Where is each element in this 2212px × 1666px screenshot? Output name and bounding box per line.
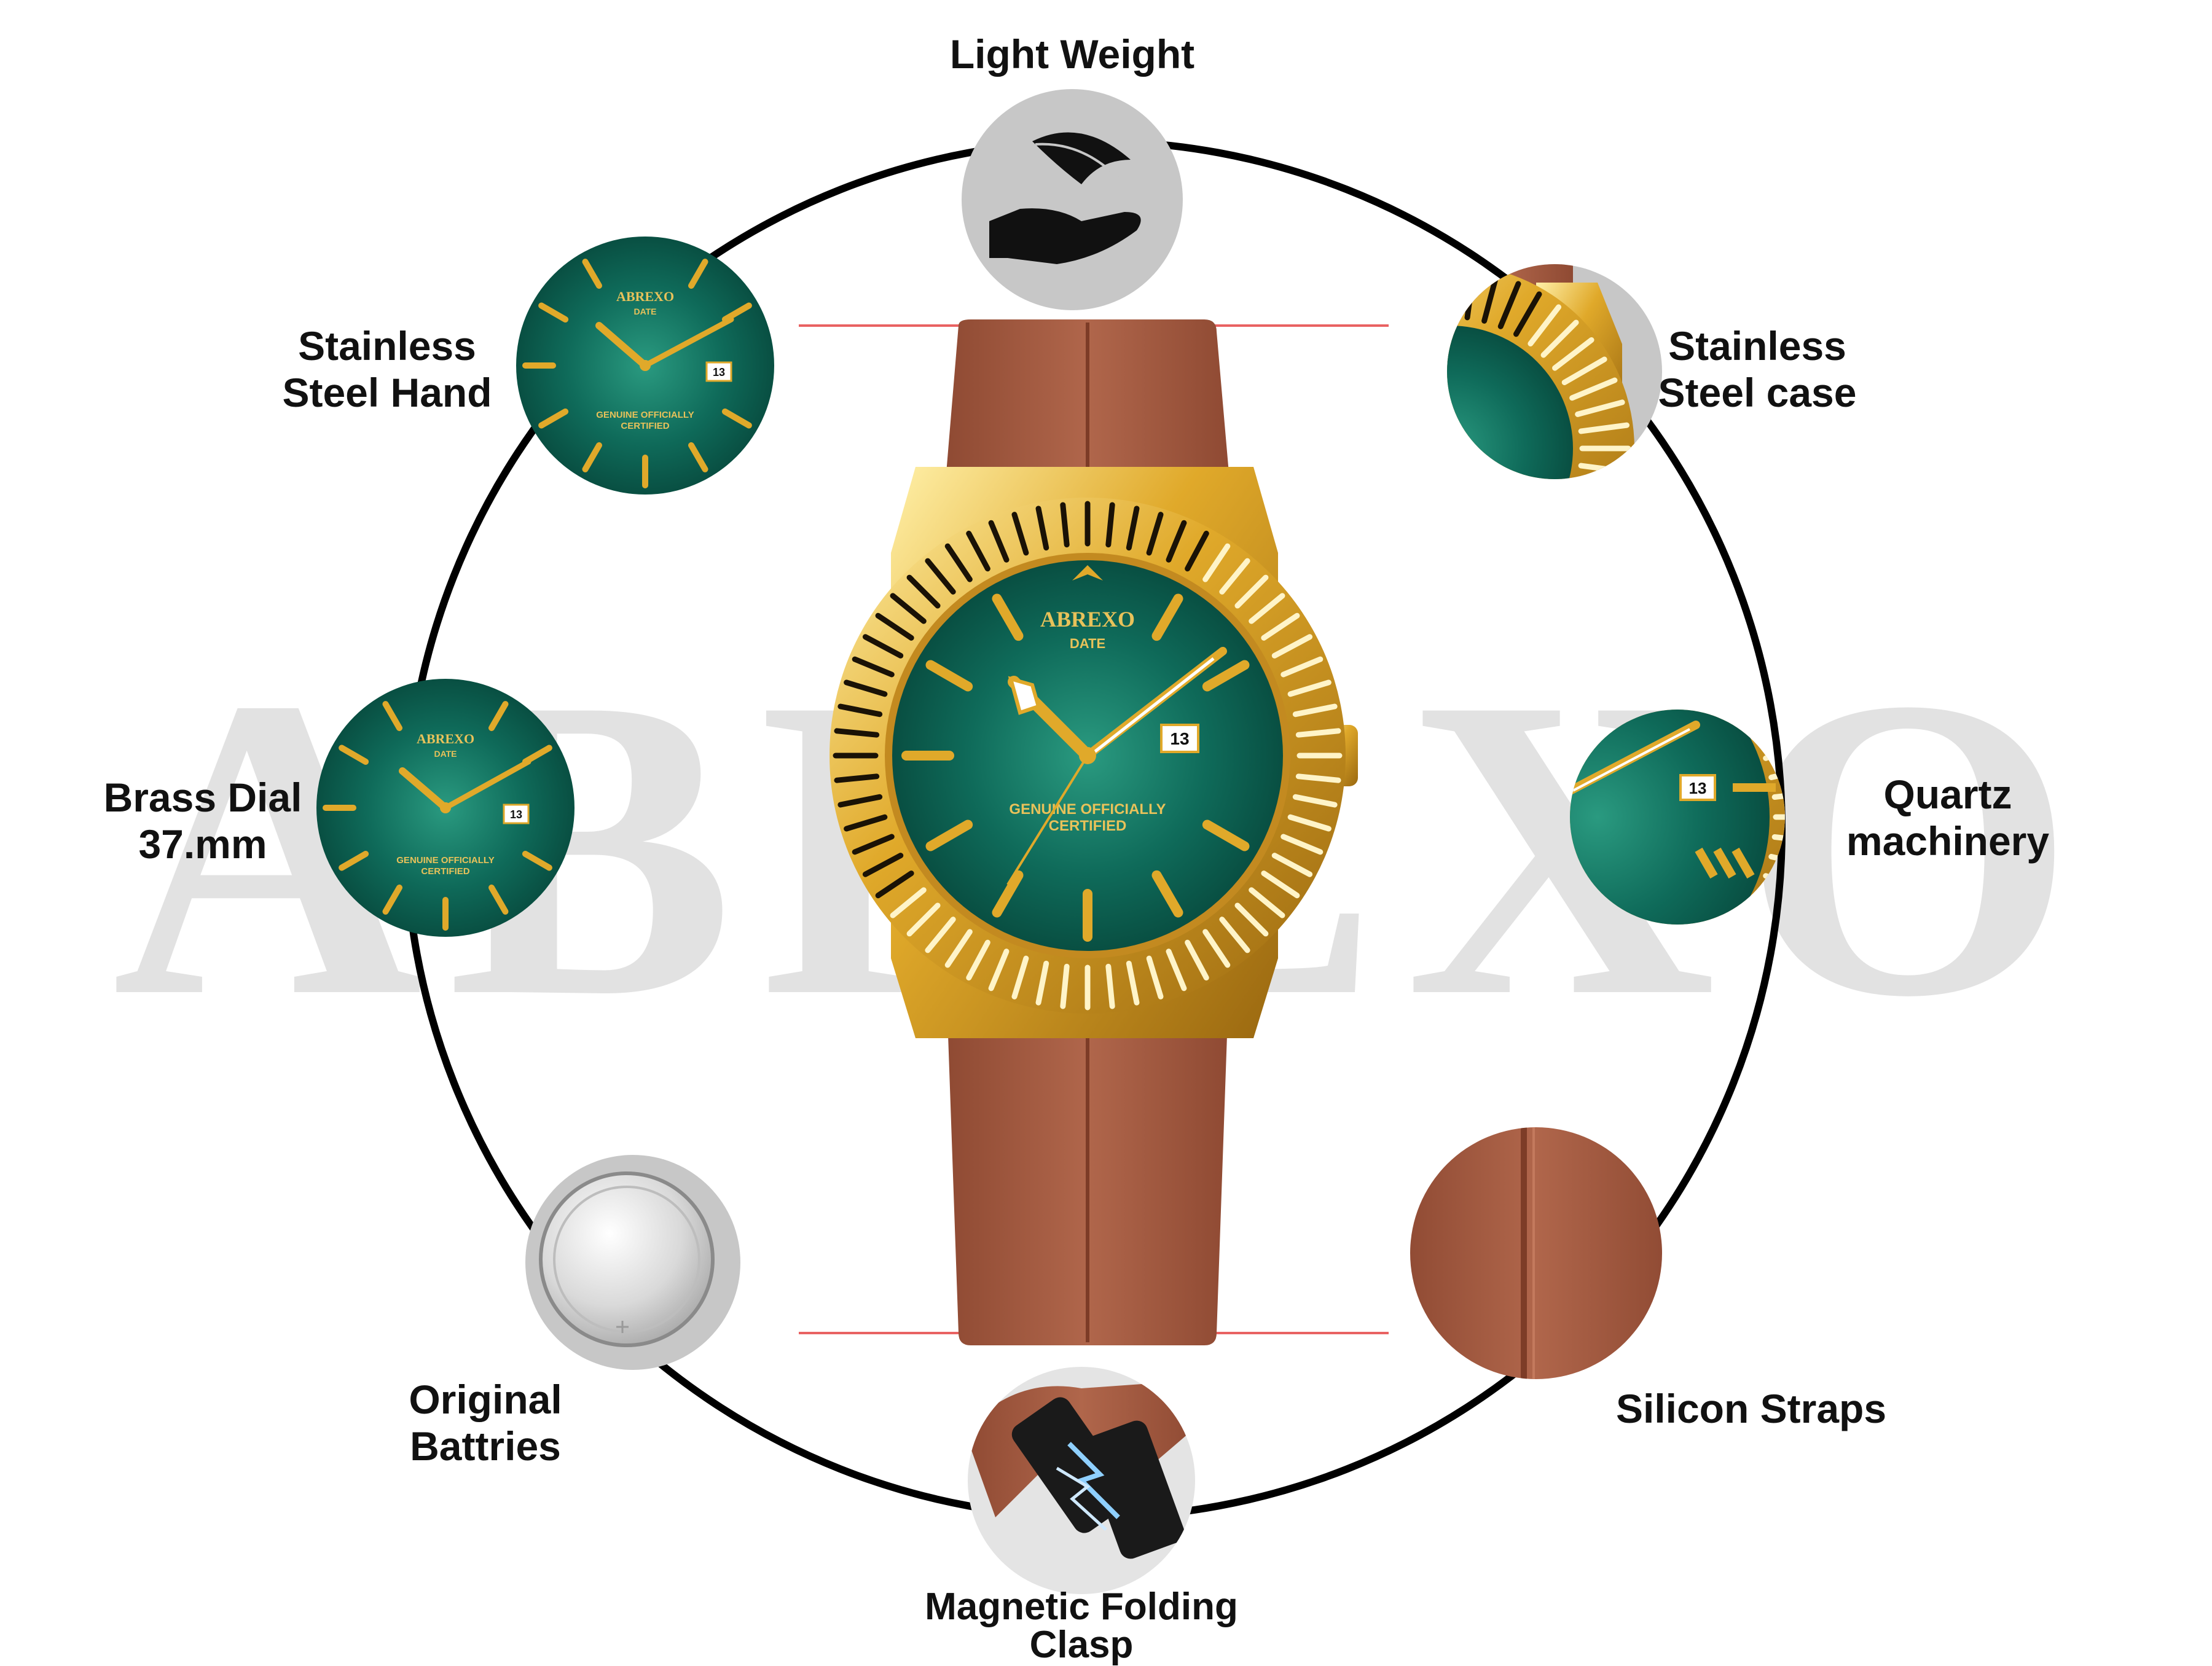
brass-dial-markers (323, 701, 552, 931)
steel-hand-dial-cert-1: GENUINE OFFICIALLY (596, 410, 694, 420)
light-weight-badge (962, 89, 1183, 310)
label-steel-case: Stainless Steel case (1658, 323, 1857, 415)
brand-logo-icon (1072, 565, 1103, 581)
main-dial-sub-brand: DATE (1070, 636, 1105, 651)
clasp-badge (968, 1367, 1195, 1594)
label-brass-dial: Brass Dial 37.mm (103, 775, 302, 867)
label-quartz: Quartz machinery (1846, 772, 2050, 864)
magnetic-clasp-icon (968, 1382, 1195, 1559)
brass-dial: ABREXO DATE GENUINE OFFICIALLY CERTIFIED… (316, 679, 575, 937)
battery-icon (539, 1171, 715, 1347)
steel-hand-dial-date: 13 (713, 366, 725, 378)
main-dial-markers (901, 593, 1250, 942)
main-dial-certified-2: CERTIFIED (1049, 818, 1127, 834)
battery-badge (525, 1155, 740, 1370)
steel-case-zoom (1447, 264, 1662, 479)
steel-hand-dial-sub: DATE (633, 307, 656, 316)
brass-dial-date: 13 (510, 808, 522, 821)
brass-dial-cert-1: GENUINE OFFICIALLY (396, 855, 494, 866)
steel-hand-dial-cert-2: CERTIFIED (621, 421, 669, 431)
brass-dial-brand: ABREXO (417, 731, 474, 746)
steel-hand-dial: ABREXO DATE GENUINE OFFICIALLY CERTIFIED… (516, 237, 774, 495)
main-dial-brand: ABREXO (1040, 607, 1135, 632)
main-watch: ABREXO DATE GENUINE OFFICIALLY CERTIFIED… (830, 319, 1358, 1345)
feather-hand-icon (989, 132, 1141, 264)
label-steel-hand: Stainless Steel Hand (282, 323, 492, 415)
brass-dial-sub: DATE (434, 749, 457, 759)
label-straps: Silicon Straps (1615, 1386, 1887, 1431)
bezel-flutes (833, 501, 1343, 1011)
main-date-window (1160, 724, 1199, 753)
quartz-zoom-date: 13 (1689, 779, 1707, 797)
label-light-weight: Light Weight (949, 31, 1195, 77)
light-weight-circle (962, 89, 1183, 310)
main-date-value: 13 (1170, 729, 1189, 748)
label-batteries: Original Battries (409, 1377, 562, 1469)
main-dial-certified-1: GENUINE OFFICIALLY (1009, 801, 1166, 818)
steel-hand-dial-markers (522, 259, 752, 488)
brass-dial-cert-2: CERTIFIED (421, 866, 469, 877)
steel-hand-dial-brand: ABREXO (616, 289, 674, 304)
label-clasp: Magnetic Folding Clasp (925, 1586, 1238, 1666)
strap-zoom (1410, 1127, 1662, 1379)
quartz-zoom: 13 (1570, 710, 1785, 925)
main-hands (1006, 647, 1227, 886)
